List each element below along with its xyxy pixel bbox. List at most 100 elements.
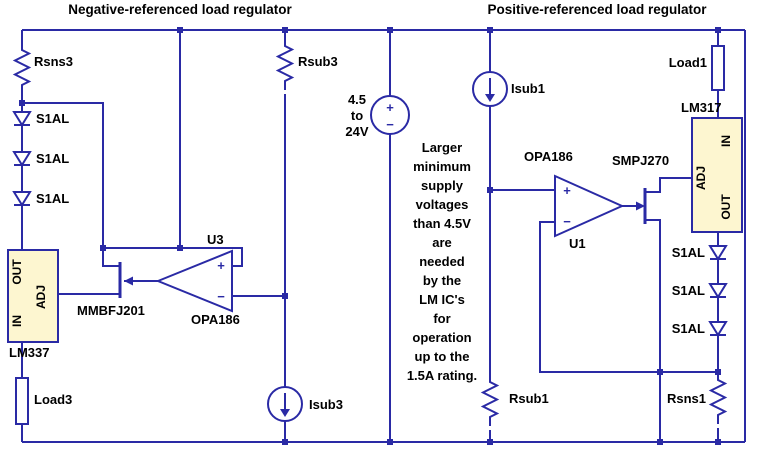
junction-dot (487, 27, 493, 33)
lm337-regulator[interactable]: OUT ADJ IN LM337 (7, 249, 59, 360)
wire-feedback-right (539, 221, 718, 373)
isub1-label: Isub1 (511, 81, 545, 96)
diode-label: S1AL (672, 283, 705, 298)
diode-symbol (12, 151, 32, 167)
lm337-label: LM337 (9, 345, 49, 360)
lm317-pin-adj: ADJ (694, 166, 708, 190)
rsns1-label: Rsns1 (667, 391, 706, 406)
opamp-noninv-sign: + (563, 183, 571, 198)
load3-label: Load3 (34, 392, 72, 407)
note-line: supply (421, 178, 464, 193)
note-line: than 4.5V (413, 216, 471, 231)
wire-adj-right (645, 177, 692, 193)
rsub1-label: Rsub1 (509, 391, 549, 406)
junction-dot (715, 369, 721, 375)
isub3-current-source[interactable]: Isub3 (267, 386, 343, 422)
note-line: voltages (416, 197, 469, 212)
diode-s1al-right-3[interactable]: S1AL (672, 321, 728, 337)
diode-s1al-left-3[interactable]: S1AL (12, 191, 69, 207)
wire-feedback-left (103, 247, 243, 267)
u3-ref-label: U3 (207, 232, 224, 247)
resistor-zigzag (275, 42, 295, 90)
u3-opamp[interactable]: + − U3 OPA186 (155, 232, 240, 327)
isub1-current-source[interactable]: Isub1 (472, 71, 545, 107)
lm317-pin-out: OUT (719, 194, 733, 220)
junction-dot (715, 27, 721, 33)
source-plus-sign: + (386, 100, 394, 115)
voltage-source[interactable]: + − 4.5 to 24V (345, 92, 410, 139)
load-box (15, 377, 29, 425)
diode-label: S1AL (672, 321, 705, 336)
rsns1-resistor[interactable]: Rsns1 (667, 376, 728, 424)
u1-ref-label: U1 (569, 236, 586, 251)
current-arrow-head (280, 409, 290, 417)
isub3-label: Isub3 (309, 397, 343, 412)
lm317-regulator[interactable]: IN ADJ OUT LM317 (681, 100, 743, 233)
jfet-gate-arrow (124, 276, 133, 286)
diode-symbol (708, 283, 728, 299)
diode-s1al-left-1[interactable]: S1AL (12, 111, 69, 127)
diode-label: S1AL (36, 191, 69, 206)
smpj270-jfet[interactable]: SMPJ270 (612, 153, 669, 224)
source-minus-sign: − (386, 117, 394, 132)
rsub3-resistor[interactable]: Rsub3 (275, 42, 338, 90)
current-arrow-head (485, 94, 495, 102)
note-text: Larger minimum supply voltages than 4.5V… (407, 140, 477, 383)
note-line: operation (412, 330, 471, 345)
junctions (19, 27, 721, 445)
voltage-source-circle (370, 95, 410, 135)
junction-dot (177, 245, 183, 251)
u1-opamp[interactable]: + − OPA186 U1 (524, 149, 625, 251)
junction-dot (177, 27, 183, 33)
u3-part-label: OPA186 (191, 312, 240, 327)
supply-value-line: to (351, 108, 363, 123)
junction-dot (282, 293, 288, 299)
rsub3-label: Rsub3 (298, 54, 338, 69)
resistor-zigzag (12, 46, 32, 94)
wire-sense-node (22, 102, 120, 267)
note-line: Larger (422, 140, 462, 155)
right-circuit-title: Positive-referenced load regulator (487, 2, 707, 17)
resistor-zigzag (708, 376, 728, 424)
load3-resistor[interactable]: Load3 (15, 377, 72, 425)
diode-s1al-left-2[interactable]: S1AL (12, 151, 69, 167)
lm317-box (691, 117, 743, 233)
diode-symbol (708, 245, 728, 261)
lm337-pin-adj: ADJ (34, 285, 48, 309)
resistor-zigzag (480, 378, 500, 426)
load1-resistor[interactable]: Load1 (669, 45, 725, 91)
left-circuit-title: Negative-referenced load regulator (68, 2, 292, 17)
diode-s1al-right-2[interactable]: S1AL (672, 283, 728, 299)
note-line: up to the (415, 349, 470, 364)
note-line: 1.5A rating. (407, 368, 477, 383)
note-line: LM IC's (419, 292, 465, 307)
junction-dot (100, 245, 106, 251)
junction-dot (657, 439, 663, 445)
lm317-label: LM317 (681, 100, 721, 115)
note-line: are (432, 235, 452, 250)
junction-dot (657, 369, 663, 375)
diode-label: S1AL (672, 245, 705, 260)
junction-dot (282, 27, 288, 33)
lm337-box (7, 249, 59, 343)
rsub1-resistor[interactable]: Rsub1 (480, 378, 549, 426)
u1-part-label: OPA186 (524, 149, 573, 164)
diode-s1al-right-1[interactable]: S1AL (672, 245, 728, 261)
load-box (711, 45, 725, 91)
rsns3-resistor[interactable]: Rsns3 (12, 46, 73, 94)
junction-dot (715, 439, 721, 445)
lm317-pin-in: IN (719, 135, 733, 147)
junction-dot (487, 439, 493, 445)
diode-symbol (12, 191, 32, 207)
wires (21, 29, 746, 443)
note-line: needed (419, 254, 465, 269)
opamp-triangle (155, 249, 233, 313)
opamp-noninv-sign: + (217, 258, 225, 273)
junction-dot (387, 27, 393, 33)
diode-label: S1AL (36, 111, 69, 126)
supply-value-line: 4.5 (348, 92, 366, 107)
note-line: for (433, 311, 450, 326)
jfet-gate-arrow (636, 201, 645, 211)
mmbfj201-jfet[interactable]: MMBFJ201 (77, 262, 145, 318)
